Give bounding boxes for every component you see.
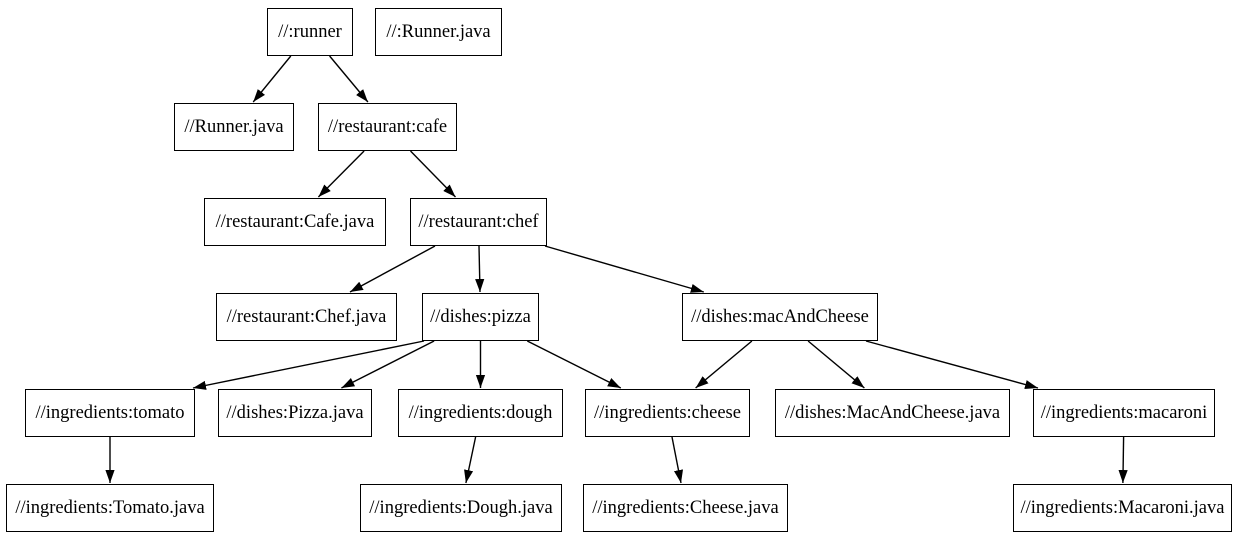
graph-node-dough: //ingredients:dough [398, 389, 563, 437]
edge-chef-to-pizza [475, 245, 485, 293]
edge-cafe-to-chef [409, 150, 457, 198]
edge-runner-to-cafe [329, 55, 369, 103]
edge-cheese-to-cheese-java [671, 436, 684, 484]
graph-node-dough-java: //ingredients:Dough.java [360, 484, 562, 532]
edge-pizza-to-pizza-java [341, 340, 435, 389]
graph-node-cheese: //ingredients:cheese [585, 389, 750, 437]
edge-mac-and-cheese-to-cheese [695, 340, 753, 389]
graph-node-cafe-java: //restaurant:Cafe.java [204, 198, 386, 246]
edge-mac-and-cheese-to-macaroni [865, 340, 1039, 390]
graph-node-runner-java: //Runner.java [174, 103, 294, 151]
graph-node-pizza-java: //dishes:Pizza.java [218, 389, 372, 437]
graph-node-macaroni: //ingredients:macaroni [1033, 389, 1215, 437]
edges-group [105, 55, 1128, 484]
edge-cafe-to-cafe-java [317, 150, 365, 198]
graph-node-mac-and-cheese-java: //dishes:MacAndCheese.java [775, 389, 1010, 437]
edge-chef-to-mac-and-cheese [544, 245, 704, 293]
edge-macaroni-to-macaroni-java [1118, 436, 1128, 484]
graph-node-cheese-java: //ingredients:Cheese.java [583, 484, 788, 532]
edge-pizza-to-cheese [526, 340, 622, 389]
graph-node-chef-java: //restaurant:Chef.java [216, 293, 397, 341]
edge-mac-and-cheese-to-mac-and-cheese-java [807, 340, 865, 389]
graph-node-pizza: //dishes:pizza [422, 293, 539, 341]
graph-node-cafe: //restaurant:cafe [318, 103, 457, 151]
edge-runner-to-runner-java [252, 55, 292, 103]
edge-dough-to-dough-java [464, 436, 477, 484]
edge-chef-to-chef-java [349, 245, 436, 293]
graph-node-macaroni-java: //ingredients:Macaroni.java [1013, 484, 1232, 532]
graph-node-mac-and-cheese: //dishes:macAndCheese [682, 293, 878, 341]
graph-node-tomato-java: //ingredients:Tomato.java [6, 484, 214, 532]
graph-node-runner-java-root: //:Runner.java [375, 8, 502, 56]
graph-node-runner: //:runner [267, 8, 353, 56]
graph-node-tomato: //ingredients:tomato [25, 389, 195, 437]
edge-pizza-to-tomato [192, 340, 425, 390]
graph-node-chef: //restaurant:chef [410, 198, 547, 246]
